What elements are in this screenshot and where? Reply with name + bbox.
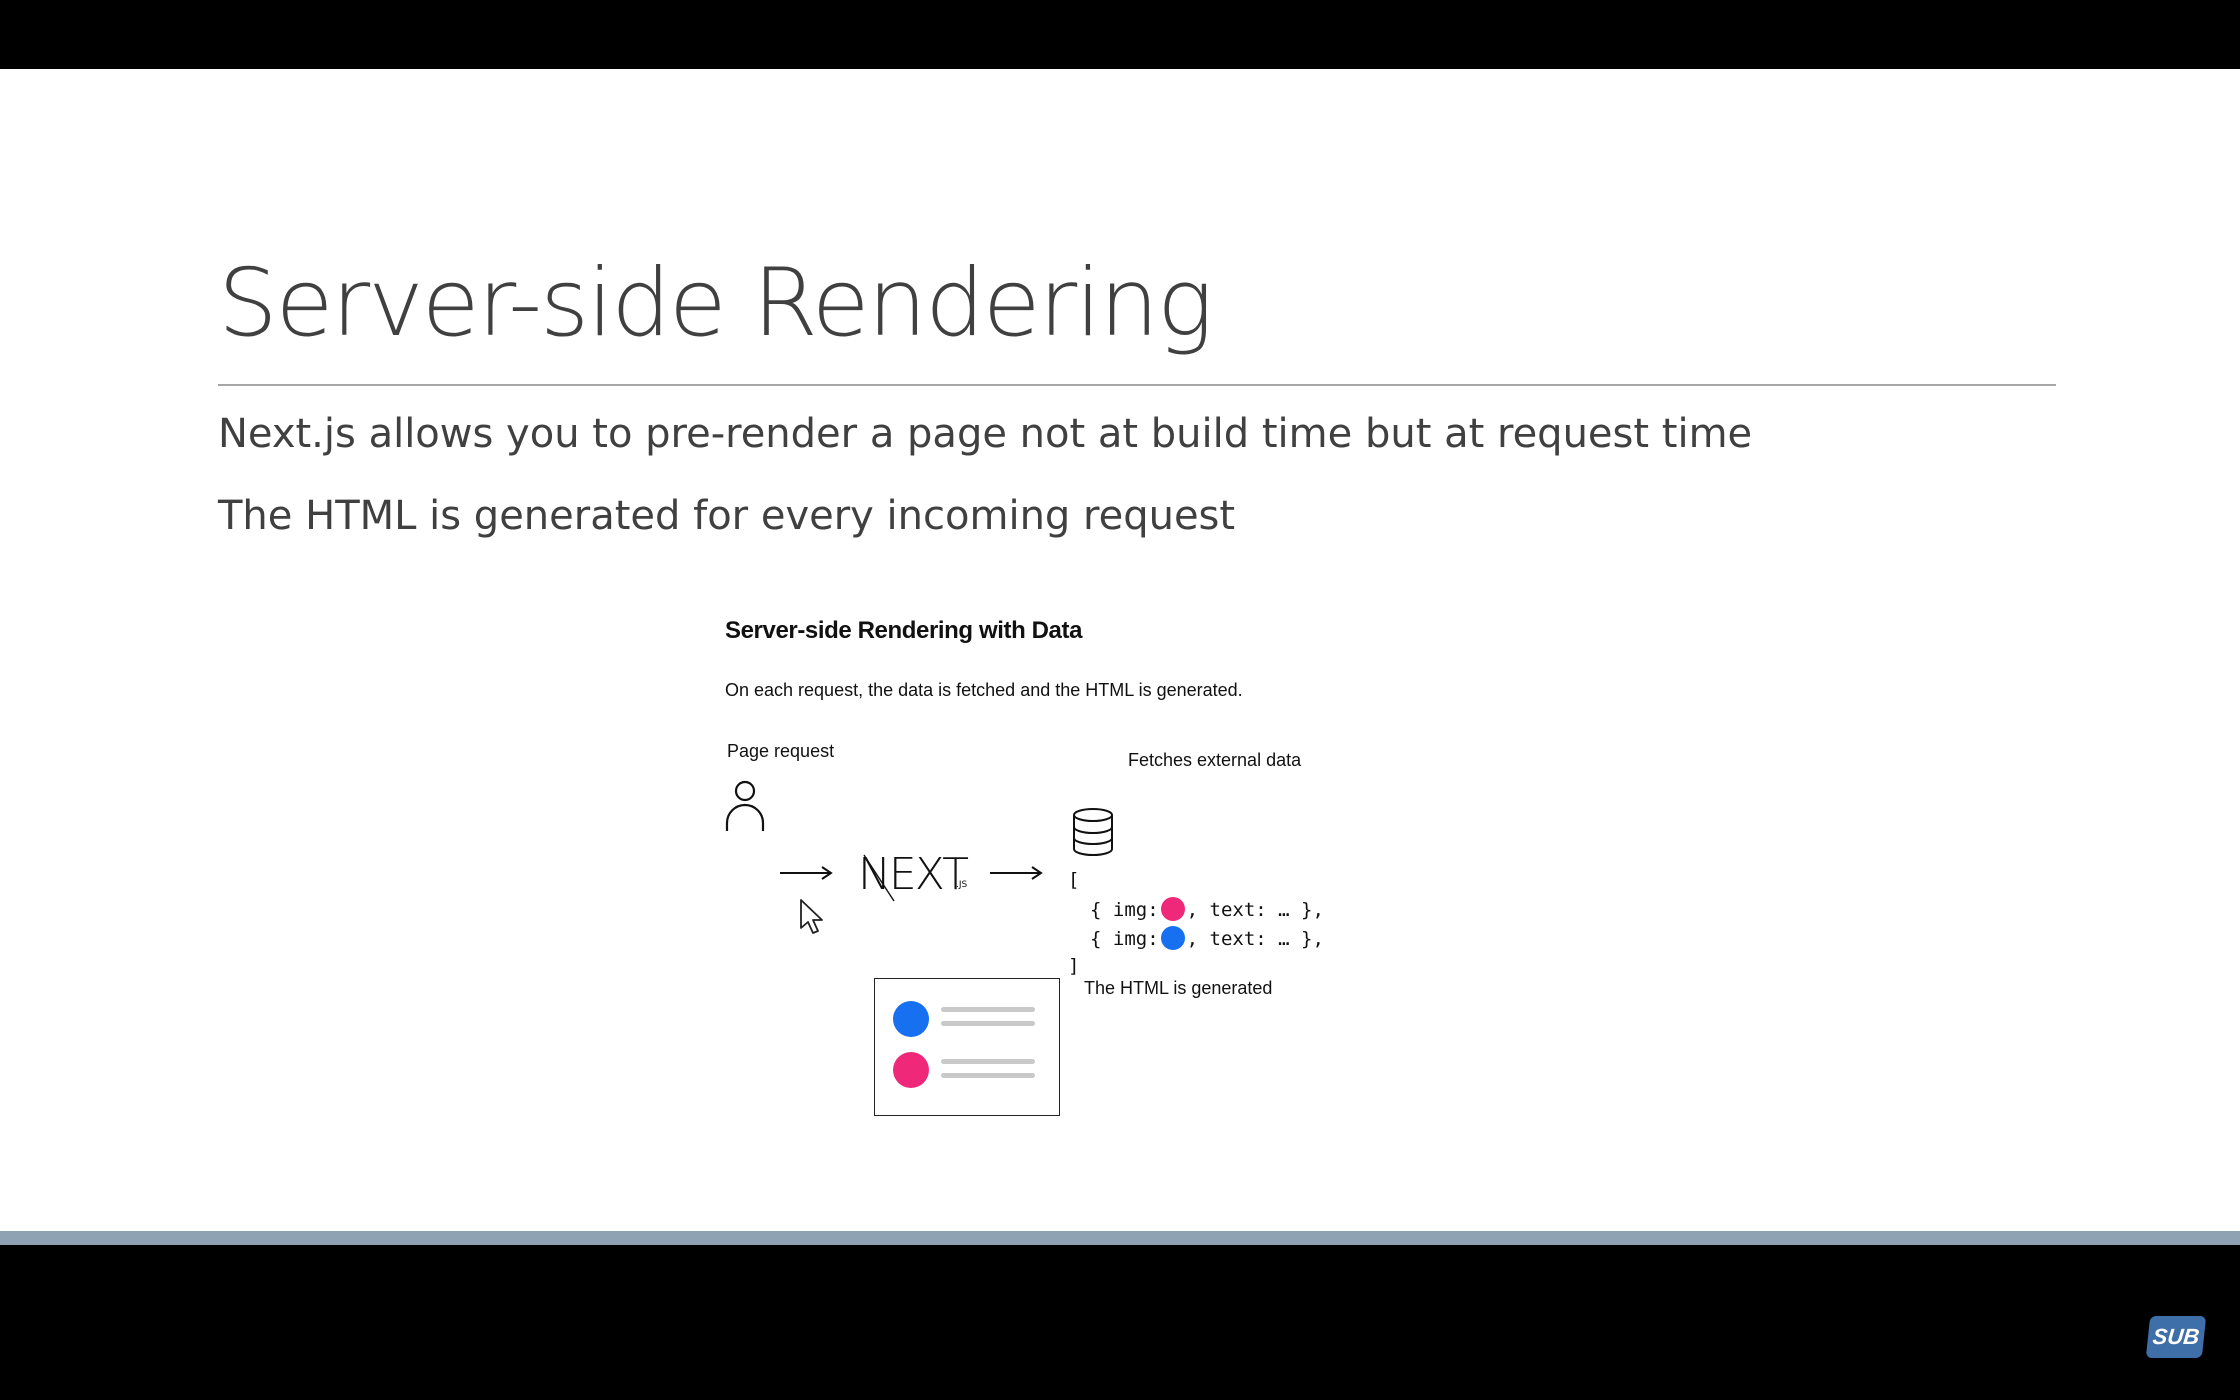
slide: Server-side Rendering Next.js allows you… xyxy=(0,69,2240,1231)
bullet-html-generated: The HTML is generated for every incoming… xyxy=(218,493,1236,539)
figure-caption: On each request, the data is fetched and… xyxy=(725,680,1243,700)
database-icon xyxy=(1073,808,1113,856)
code-row-prefix: { img: xyxy=(1090,899,1159,921)
code-row-pink: { img: , text: … }, xyxy=(1090,897,1324,921)
svg-text:.JS: .JS xyxy=(956,880,968,890)
subscribe-badge[interactable]: SUB xyxy=(2145,1316,2207,1358)
code-open-bracket: [ xyxy=(1068,869,1080,891)
nextjs-logo-icon: NEXT .JS xyxy=(858,849,970,902)
blue-dot-icon xyxy=(893,1001,929,1037)
page-request-label: Page request xyxy=(727,741,835,761)
pink-dot-icon xyxy=(893,1052,929,1088)
slide-title: Server-side Rendering xyxy=(218,249,1213,358)
video-progress-strip xyxy=(0,1231,2240,1245)
text-line xyxy=(941,1007,1035,1012)
bullet-request-time: Next.js allows you to pre-render a page … xyxy=(218,411,1753,457)
html-generated-label: The HTML is generated xyxy=(1084,978,1273,998)
code-row-prefix: { img: xyxy=(1090,928,1159,950)
user-icon xyxy=(725,780,765,831)
code-row-blue: { img: , text: … }, xyxy=(1090,926,1324,950)
bottom-letterbox xyxy=(0,1245,2240,1400)
text-line xyxy=(941,1021,1035,1026)
figure-title: Server-side Rendering with Data xyxy=(725,617,1083,644)
title-divider xyxy=(218,384,2056,386)
blue-dot-icon xyxy=(1160,926,1185,950)
top-letterbox xyxy=(0,0,2240,69)
text-line xyxy=(941,1059,1035,1064)
svg-text:NEXT: NEXT xyxy=(858,849,968,900)
pink-dot-icon xyxy=(1160,897,1185,921)
code-row-suffix: , text: … }, xyxy=(1186,928,1324,950)
code-close-bracket: ] xyxy=(1068,955,1080,977)
arrow-right-icon xyxy=(780,866,833,880)
generated-html-page xyxy=(874,978,1060,1116)
mouse-pointer-icon xyxy=(800,899,823,934)
fetches-data-label: Fetches external data xyxy=(1128,750,1302,770)
data-code-block: [ { img:, text: … }, { img:, text: … }, … xyxy=(1068,869,1368,989)
text-line xyxy=(941,1073,1035,1078)
code-row-suffix: , text: … }, xyxy=(1186,899,1324,921)
arrow-right-icon xyxy=(990,866,1043,880)
